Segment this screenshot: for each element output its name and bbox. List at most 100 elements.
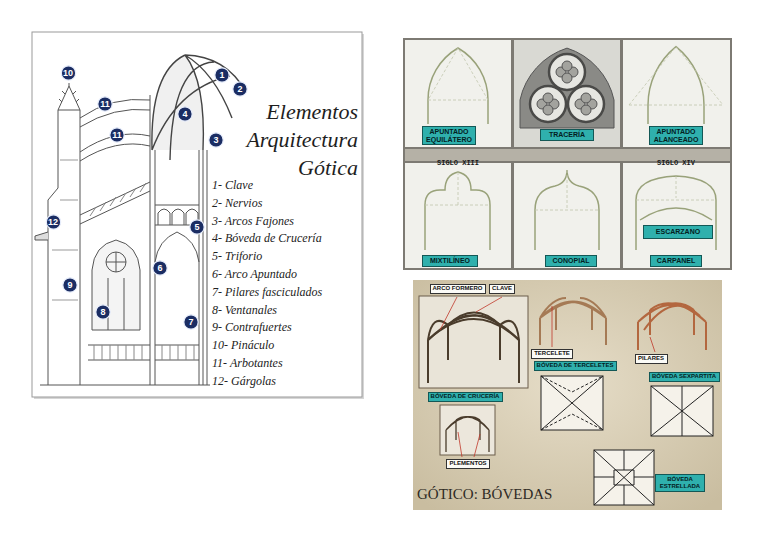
century-label: SIGLO XIV (657, 160, 695, 168)
label-text: PILARES (638, 355, 664, 362)
legend-item: 10- Pináculo (212, 338, 274, 353)
legend-item: 4- Bóveda de Crucería (212, 231, 322, 246)
vault-label: BÓVEDA ESTRELLADA (655, 474, 705, 492)
callout-disc (215, 68, 229, 82)
part-label: CLAVE (489, 284, 515, 294)
vault-label: BÓVEDA DE CRUCERÍA (428, 392, 503, 402)
callout-disc (190, 220, 204, 234)
callout-number: 6 (157, 264, 162, 273)
callout-number: 5 (194, 223, 199, 232)
legend-item: 9- Contrafuertes (212, 320, 292, 335)
callout-disc (96, 305, 110, 319)
legend-item: 2- Nervios (212, 196, 262, 211)
callout-disc (46, 215, 60, 229)
label-text: CONOPIAL (553, 257, 590, 265)
legend-item-holder: 2- Nervios (212, 193, 262, 211)
callout-circle: 9 (62, 277, 78, 293)
legend-item-holder: 12- Gárgolas (212, 371, 276, 389)
label-text: BÓVEDA DE CRUCERÍA (431, 393, 500, 400)
label-text: BÓVEDA SEXPARTITA (652, 373, 716, 380)
arch-label: CARPANEL (650, 255, 702, 267)
legend-item-holder: 7- Pilares fasciculados (212, 282, 322, 300)
legend-item: 6- Arco Apuntado (212, 267, 297, 282)
callout-circle: 4 (177, 106, 193, 122)
callout-number: 10 (63, 69, 73, 78)
callout-number: 8 (100, 308, 105, 317)
callout-number: 12 (48, 218, 58, 227)
label-text: ESCARZANO (656, 228, 700, 236)
callout-circle: 11 (109, 127, 125, 143)
callout-disc (63, 278, 77, 292)
sexpartite-vault (638, 303, 706, 350)
part-label: PLEMENTOS (446, 459, 490, 469)
legend-item: 1- Clave (212, 178, 253, 193)
arch-label: TRACERÍA (540, 129, 594, 141)
callout-disc (153, 261, 167, 275)
callout-disc (209, 133, 223, 147)
callout-circle: 2 (232, 81, 248, 97)
cruceria-vault (428, 313, 519, 453)
arch-label: APUNTADO ALANCEADO (649, 126, 703, 145)
arch-label: CONOPIAL (545, 255, 597, 267)
tracery-drawing (520, 48, 614, 128)
legend-item: 5- Triforio (212, 249, 262, 264)
panel-frame (32, 32, 364, 399)
legend-item: 7- Pilares fasciculados (212, 285, 322, 300)
callout-circle: 12 (45, 214, 62, 230)
label-text: CARPANEL (657, 257, 695, 265)
callout-circle: 7 (183, 314, 199, 330)
legend-item-holder: 9- Contrafuertes (212, 317, 292, 335)
arch-label: MIXTILÍNEO (422, 255, 478, 267)
callout-disc (61, 66, 75, 80)
callout-circle: 1 (214, 67, 230, 83)
callout-circle: 3 (208, 132, 224, 148)
legend-item-holder: 8- Ventanales (212, 300, 277, 318)
legend-item-holder: 3- Arcos Fajones (212, 211, 294, 229)
arch-label: APUNTADO EQUILÁTERO (422, 126, 476, 145)
legend-item-holder: 11- Arbotantes (212, 353, 283, 371)
callout-circle: 6 (152, 260, 168, 276)
legend-item-holder: 6- Arco Apuntado (212, 264, 297, 282)
callout-circle: 8 (95, 304, 111, 320)
panel-heading: Elementos Arquitectura Gótica (226, 98, 358, 182)
callout-number: 7 (188, 318, 193, 327)
legend-item-holder: 5- Triforio (212, 246, 262, 264)
part-label: PILARES (635, 354, 668, 364)
label-text: TERCELETE (534, 350, 570, 357)
callout-disc (98, 97, 112, 111)
arch-drawings (425, 47, 723, 250)
label-text: APUNTADO ALANCEADO (652, 128, 700, 143)
label-text: PLEMENTOS (449, 460, 486, 467)
label-text: BÓVEDA DE TERCELETES (537, 362, 614, 369)
callout-number: 4 (182, 110, 187, 119)
vaults-panel (413, 280, 722, 510)
callout-number: 11 (112, 131, 122, 140)
legend-item: 11- Arbotantes (212, 356, 283, 371)
arch-types-panel (403, 38, 732, 270)
callout-number: 9 (67, 281, 72, 290)
vault-label: BÓVEDA DE TERCELETES (534, 361, 617, 371)
callout-number: 3 (213, 136, 218, 145)
callout-number: 2 (237, 85, 242, 94)
part-label: TERCELETE (531, 349, 573, 359)
label-text: TRACERÍA (549, 131, 585, 139)
callout-number: 11 (100, 100, 110, 109)
callout-circle: 10 (60, 65, 77, 81)
callout-circle: 5 (189, 219, 205, 235)
callout-disc (178, 107, 192, 121)
legend-item: 12- Gárgolas (212, 374, 276, 389)
legend-item: 8- Ventanales (212, 303, 277, 318)
callout-disc (233, 82, 247, 96)
century-label-holder: SIGLO XIII (430, 151, 486, 169)
callout-circle: 11 (97, 96, 113, 112)
century-label: SIGLO XIII (437, 160, 479, 168)
label-text: ARCO FORMERO (433, 285, 483, 292)
century-label-holder: SIGLO XIV (648, 151, 704, 169)
leader-lines (440, 297, 655, 457)
arch-label: ESCARZANO (643, 225, 713, 239)
label-text: MIXTILÍNEO (430, 257, 470, 265)
legend-item-holder: 10- Pináculo (212, 335, 274, 353)
legend-item: 3- Arcos Fajones (212, 214, 294, 229)
label-text: CLAVE (492, 285, 512, 292)
